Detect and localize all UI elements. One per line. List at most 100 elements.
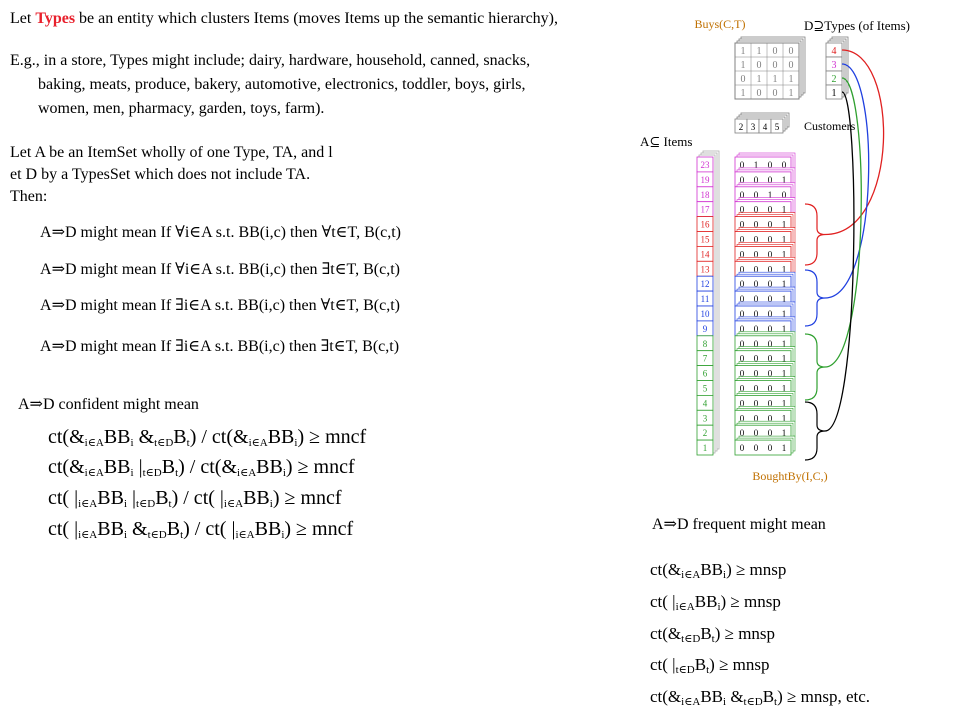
- rule-rhs: D might mean If: [64, 261, 176, 278]
- intro-post: be an entity which clusters Items (moves…: [75, 10, 559, 27]
- boughtby-cell: 1: [754, 160, 759, 170]
- formula-sub: t: [711, 633, 715, 645]
- buys-label: Buys(C,T): [695, 17, 746, 31]
- formula-part: B: [161, 456, 176, 478]
- buys-cell: 1: [757, 46, 762, 57]
- boughtby-cell: 0: [754, 175, 759, 185]
- boughtby-cell: 1: [782, 264, 787, 274]
- let-line-2: et D by a TypesSet which does not includ…: [10, 166, 311, 183]
- group-bracket: [804, 401, 826, 461]
- boughtby-cell: 0: [754, 190, 759, 200]
- boughtby-cell: 0: [740, 235, 745, 245]
- customer-id: 3: [751, 122, 756, 132]
- formula-sub: i∈A: [84, 467, 104, 479]
- types-id: 4: [832, 46, 837, 57]
- boughtby-cell: 0: [768, 369, 773, 379]
- boughtby-cell: 1: [782, 354, 787, 364]
- formula-part: ct( |: [650, 655, 676, 674]
- item-id: 14: [701, 249, 711, 259]
- buys-cell: 1: [789, 74, 794, 85]
- boughtby-cell: 0: [768, 324, 773, 334]
- formula-part: ct(&: [650, 687, 682, 706]
- buys-cell: 0: [773, 46, 778, 57]
- formula-part: BB: [694, 592, 718, 611]
- boughtby-cell: 0: [754, 309, 759, 319]
- formula-part: B: [694, 655, 707, 674]
- formula-sub: t∈D: [136, 498, 156, 510]
- formula-part: ) ≥ mncf: [272, 487, 342, 509]
- buys-cell: 1: [789, 88, 794, 99]
- formula-part: BB: [97, 487, 124, 509]
- item-id: 3: [703, 413, 708, 423]
- boughtby-cell: 1: [782, 443, 787, 453]
- formula-part: ct(&: [48, 426, 85, 448]
- item-id: 23: [701, 160, 711, 170]
- boughtby-cell: 0: [768, 279, 773, 289]
- boughtby-cell: 0: [740, 249, 745, 259]
- rule-end: t∈T, B(c,t): [329, 338, 400, 355]
- rule-end: t∈T, B(c,t): [330, 297, 400, 314]
- customer-cell-box: [770, 118, 784, 134]
- buys-cell: 1: [741, 88, 746, 99]
- boughtby-cell: 0: [740, 384, 745, 394]
- formula-sub: t: [168, 498, 172, 510]
- boughtby-cell: 0: [754, 220, 759, 230]
- buys-cell: 0: [773, 60, 778, 71]
- formula-part: &: [127, 518, 148, 540]
- item-id: 15: [701, 235, 711, 245]
- formula-part: ) ≥ mnsp: [726, 560, 787, 579]
- intro-line: Let Types be an entity which clusters It…: [10, 8, 558, 30]
- boughtby-cell: 1: [782, 428, 787, 438]
- boughtby-cell: 0: [740, 354, 745, 364]
- formula-part: |: [127, 487, 137, 509]
- formula-sub: t∈D: [142, 467, 162, 479]
- formula-part: B: [700, 624, 712, 643]
- boughtby-cell: 0: [740, 398, 745, 408]
- formula-sub: i∈A: [237, 467, 257, 479]
- item-id: 2: [703, 428, 708, 438]
- type-connector: [824, 63, 870, 299]
- boughtby-cell: 0: [740, 443, 745, 453]
- example-line-2: baking, meats, produce, bakery, automoti…: [38, 76, 526, 93]
- boughtby-cell: 0: [740, 324, 745, 334]
- formula-part: &: [726, 687, 744, 706]
- confident-formula-1: ct(&i∈ABBi &t∈DBt) / ct(&i∈ABBi) ≥ mncf: [48, 424, 366, 456]
- rule-rhs: D might mean If: [64, 338, 176, 355]
- quantifier-icon: ∀: [320, 297, 331, 314]
- buys-cell: 0: [757, 88, 762, 99]
- formula-sub: i: [269, 498, 273, 510]
- boughtby-cell: 1: [782, 205, 787, 215]
- item-id: 9: [703, 324, 708, 334]
- formula-sub: t∈D: [681, 633, 701, 645]
- boughtby-cell: 0: [754, 428, 759, 438]
- formula-sub: t: [706, 664, 710, 676]
- boughtby-cell: 1: [782, 384, 787, 394]
- boughtby-cell: 0: [768, 309, 773, 319]
- type-connector: [824, 49, 885, 236]
- frequent-formula-4: ct( |t∈DBt) ≥ mnsp: [650, 653, 770, 682]
- boughtby-cell: 0: [782, 160, 787, 170]
- item-id: 7: [703, 354, 708, 364]
- boughtby-cell: 1: [782, 339, 787, 349]
- formula-part: ) ≥ mnsp: [709, 655, 770, 674]
- buys-cell: 1: [741, 46, 746, 57]
- boughtby-cell: 0: [740, 413, 745, 423]
- buys-cell: 1: [741, 60, 746, 71]
- item-id: 12: [701, 279, 710, 289]
- boughtby-cell: 0: [768, 264, 773, 274]
- formula-sub: i: [717, 601, 721, 613]
- example-line-1: E.g., in a store, Types might include; d…: [10, 52, 531, 69]
- items-label: A⊆ Items: [640, 134, 692, 149]
- formula-sub: t: [774, 696, 778, 708]
- type-connector: [824, 91, 855, 432]
- customers-label: Customers: [804, 119, 856, 133]
- implies-icon: ⇒: [51, 224, 65, 241]
- type-connector: [824, 77, 862, 368]
- boughtby-cell: 1: [782, 309, 787, 319]
- implies-icon: ⇒: [51, 297, 65, 314]
- formula-part: ) ≥ mncf: [285, 456, 355, 478]
- boughtby-cell: 0: [754, 398, 759, 408]
- customer-id: 2: [739, 122, 744, 132]
- boughtby-cell: 0: [754, 294, 759, 304]
